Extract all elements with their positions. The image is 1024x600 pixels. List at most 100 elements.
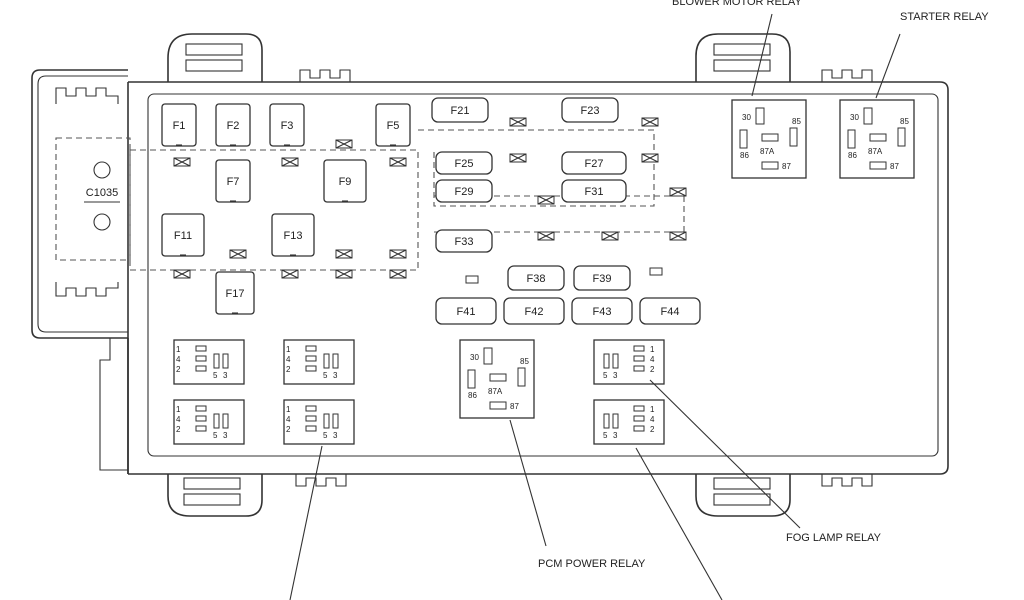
fuse-f25[interactable]: F25 [435, 151, 493, 175]
fuse-f33[interactable]: F33 [435, 229, 493, 253]
relay-pin-label: 3 [613, 431, 618, 440]
fuse-body [161, 213, 205, 257]
relay-pin-label: 86 [468, 391, 477, 400]
fuse-label: F33 [455, 236, 474, 248]
fuse-f31[interactable]: F31 [561, 179, 627, 203]
bus-terminal [389, 269, 407, 279]
bus-terminal [281, 269, 299, 279]
fuse-body [215, 271, 255, 315]
connector-c1035: C1035 [84, 161, 120, 231]
fuse-label: F44 [661, 306, 680, 318]
fuse-f42[interactable]: F42 [503, 297, 565, 325]
relay-pin-label: 3 [333, 371, 338, 380]
fuse-f1[interactable]: F1 [161, 103, 197, 147]
relay-pin-label: 85 [520, 357, 529, 366]
fuse-f17[interactable]: F17 [215, 271, 255, 315]
spare-slot [465, 275, 479, 284]
bus-terminal [173, 157, 191, 167]
fuse-f9[interactable]: F9 [323, 159, 367, 203]
callout-fog-lamp-relay: FOG LAMP RELAY [786, 532, 882, 544]
callout-blower-motor-relay: BLOWER MOTOR RELAY [672, 0, 802, 8]
fuse-f29[interactable]: F29 [435, 179, 493, 203]
relay-pin-label: 2 [176, 425, 181, 434]
fuse-f41[interactable]: F41 [435, 297, 497, 325]
fuse-body [571, 297, 633, 325]
fuse-f3[interactable]: F3 [269, 103, 305, 147]
fuse-body [561, 97, 619, 123]
fuse-body [161, 103, 197, 147]
fuse-label: F41 [457, 306, 476, 318]
bus-terminal [389, 249, 407, 259]
relay-pin-label: 4 [650, 355, 655, 364]
relay-pin-label: 2 [650, 425, 655, 434]
bus-bar-outlines [55, 129, 685, 271]
fuse-f2[interactable]: F2 [215, 103, 251, 147]
fuse-f21[interactable]: F21 [431, 97, 489, 123]
fuse-f27[interactable]: F27 [561, 151, 627, 175]
relay-pin-label: 1 [176, 345, 181, 354]
relay-pin-label: 85 [792, 117, 801, 126]
fuse-f23[interactable]: F23 [561, 97, 619, 123]
bus-terminal [281, 157, 299, 167]
fuse-label: F9 [339, 176, 352, 188]
fuse-body [639, 297, 701, 325]
bus-terminal [641, 153, 659, 163]
callout-pcm-power-relay: PCM POWER RELAY [538, 558, 646, 570]
fuse-body [561, 151, 627, 175]
bus-terminal [601, 231, 619, 241]
relay-pin-label: 30 [470, 353, 479, 362]
fuse-label: F5 [387, 120, 400, 132]
fuse-body [215, 103, 251, 147]
fuse-label: F29 [455, 186, 474, 198]
fuse-label: F21 [451, 105, 470, 117]
bus-terminal [335, 139, 353, 149]
fuse-body [375, 103, 411, 147]
relay-pin-label: 87A [760, 147, 775, 156]
fuse-body [435, 229, 493, 253]
fuse-f43[interactable]: F43 [571, 297, 633, 325]
relay-pin-label: 87 [890, 162, 899, 171]
relay-pin-label: 3 [223, 431, 228, 440]
fuse-body [215, 159, 251, 203]
fuse-label: F27 [585, 158, 604, 170]
bus-terminal [669, 231, 687, 241]
bus-terminal [669, 187, 687, 197]
fuse-f11[interactable]: F11 [161, 213, 205, 257]
fuse-f38[interactable]: F38 [507, 265, 565, 291]
bus-terminal [229, 249, 247, 259]
fuse-f44[interactable]: F44 [639, 297, 701, 325]
fuse-body [573, 265, 631, 291]
fuse-f5[interactable]: F5 [375, 103, 411, 147]
fuse-body [323, 159, 367, 203]
bus-terminal [173, 269, 191, 279]
fuse-label: F2 [227, 120, 240, 132]
relay-pin-label: 30 [850, 113, 859, 122]
bus-terminal [389, 157, 407, 167]
fuse-f13[interactable]: F13 [271, 213, 315, 257]
relay-pin-label: 3 [223, 371, 228, 380]
relay-pin-label: 3 [613, 371, 618, 380]
relay-pin-label: 4 [286, 415, 291, 424]
fuse-label: F11 [174, 230, 192, 242]
fuse-label: F25 [455, 158, 474, 170]
spare-slot [649, 267, 663, 276]
fuse-f39[interactable]: F39 [573, 265, 631, 291]
relay-pin-label: 4 [286, 355, 291, 364]
fuse-label: F13 [284, 230, 303, 242]
relay-pin-label: 5 [603, 431, 608, 440]
fuse-label: F1 [173, 120, 186, 132]
fuse-label: F42 [525, 306, 544, 318]
fuse-f7[interactable]: F7 [215, 159, 251, 203]
